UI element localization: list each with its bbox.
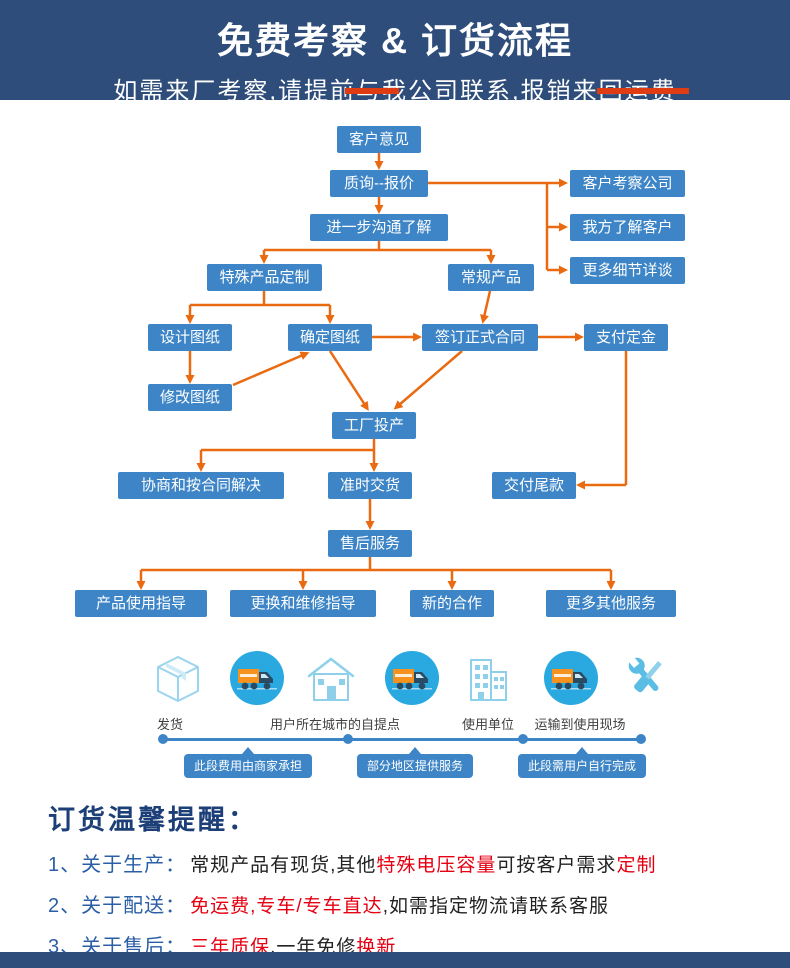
- flow-node-further-communication: 进一步沟通了解: [310, 214, 448, 241]
- reminder-text: ,如需指定物流请联系客服: [382, 896, 609, 917]
- flow-node-pay-deposit: 支付定金: [584, 324, 668, 351]
- flow-node-special-product-custom: 特殊产品定制: [207, 264, 322, 291]
- reminder-item-label: 2、关于配送：: [48, 895, 187, 917]
- reminder-text-highlight: 定制: [616, 855, 657, 876]
- logistics-label-pickup-point: 用户所在城市的自提点: [269, 717, 400, 732]
- timeline-dot: [518, 734, 528, 744]
- house-icon: [301, 648, 361, 708]
- flow-node-on-time-delivery: 准时交货: [328, 472, 412, 499]
- building-icon: [458, 648, 518, 708]
- flow-node-more-other-services: 更多其他服务: [546, 590, 676, 617]
- stage-tag-user-completes: 此段需用户自行完成: [518, 747, 647, 778]
- delivery-truck-icon: [382, 648, 442, 708]
- reminder-text: 常规产品有现货,其他: [190, 855, 377, 876]
- flow-node-more-details-discussion: 更多细节详谈: [570, 257, 685, 284]
- flow-node-pay-balance: 交付尾款: [492, 472, 576, 499]
- timeline-dot: [158, 734, 168, 744]
- red-underline: [597, 88, 689, 94]
- page-title: 免费考察 & 订货流程: [216, 20, 573, 61]
- reminder-item-label: 1、关于生产：: [48, 854, 187, 876]
- reminder-section: 订货温馨提醒： 1、关于生产：常规产品有现货,其他特殊电压容量可按客户需求定制 …: [0, 790, 790, 958]
- flow-node-product-usage-guide: 产品使用指导: [75, 590, 207, 617]
- reminder-item-delivery: 2、关于配送：免运费,专车/专车直达,如需指定物流请联系客服: [48, 889, 609, 918]
- order-flowchart: 客户意见 质询--报价 进一步沟通了解 客户考察公司 我方了解客户 更多细节详谈…: [0, 100, 790, 640]
- flow-node-design-drawing: 设计图纸: [148, 324, 232, 351]
- flow-node-customer-visit-company: 客户考察公司: [570, 170, 685, 197]
- flow-arrows: [136, 153, 628, 590]
- footer-bar: [0, 952, 790, 968]
- reminder-text-highlight: 免运费,专车/专车直达: [190, 896, 383, 917]
- delivery-truck-icon: [541, 648, 601, 708]
- tools-icon: [617, 648, 677, 708]
- logistics-label-transport-to-site: 运输到使用现场: [534, 717, 626, 732]
- flow-node-inquiry-quote: 质询--报价: [330, 170, 428, 197]
- package-icon: [148, 648, 208, 708]
- header-banner: 免费考察 & 订货流程 如需来厂考察,请提前与我公司联系,报销来回运费: [0, 0, 790, 105]
- flow-node-sign-formal-contract: 签订正式合同: [422, 324, 538, 351]
- red-underline: [345, 88, 399, 94]
- flow-node-confirm-drawing: 确定图纸: [288, 324, 372, 351]
- flow-node-replace-repair-guide: 更换和维修指导: [230, 590, 376, 617]
- flow-node-new-cooperation: 新的合作: [410, 590, 494, 617]
- logistics-strip: 发货 用户所在城市的自提点 使用单位 运输到使用现场 此段费用由商家承担 部分地…: [0, 640, 790, 790]
- flow-node-modify-drawing: 修改图纸: [148, 384, 232, 411]
- reminder-title: 订货温馨提醒：: [48, 805, 258, 835]
- flow-node-negotiate-per-contract: 协商和按合同解决: [118, 472, 284, 499]
- flow-node-customer-feedback: 客户意见: [337, 126, 421, 153]
- flow-node-regular-product: 常规产品: [448, 264, 534, 291]
- reminder-text: 可按客户需求: [496, 855, 617, 876]
- flow-node-we-understand-customer: 我方了解客户: [570, 214, 685, 241]
- logistics-label-using-unit: 使用单位: [461, 717, 514, 732]
- timeline-dot: [636, 734, 646, 744]
- reminder-text-highlight: 特殊电压容量: [376, 855, 497, 876]
- timeline-line: [163, 738, 641, 741]
- timeline-dot: [343, 734, 353, 744]
- flow-node-factory-production: 工厂投产: [332, 412, 416, 439]
- flow-node-after-sales-service: 售后服务: [328, 530, 412, 557]
- delivery-truck-icon: [227, 648, 287, 708]
- logistics-label-shipping: 发货: [156, 717, 183, 732]
- reminder-item-production: 1、关于生产：常规产品有现货,其他特殊电压容量可按客户需求定制: [48, 848, 656, 877]
- stage-tag-partial-service: 部分地区提供服务: [357, 747, 474, 778]
- stage-tag-seller-pays: 此段费用由商家承担: [184, 747, 313, 778]
